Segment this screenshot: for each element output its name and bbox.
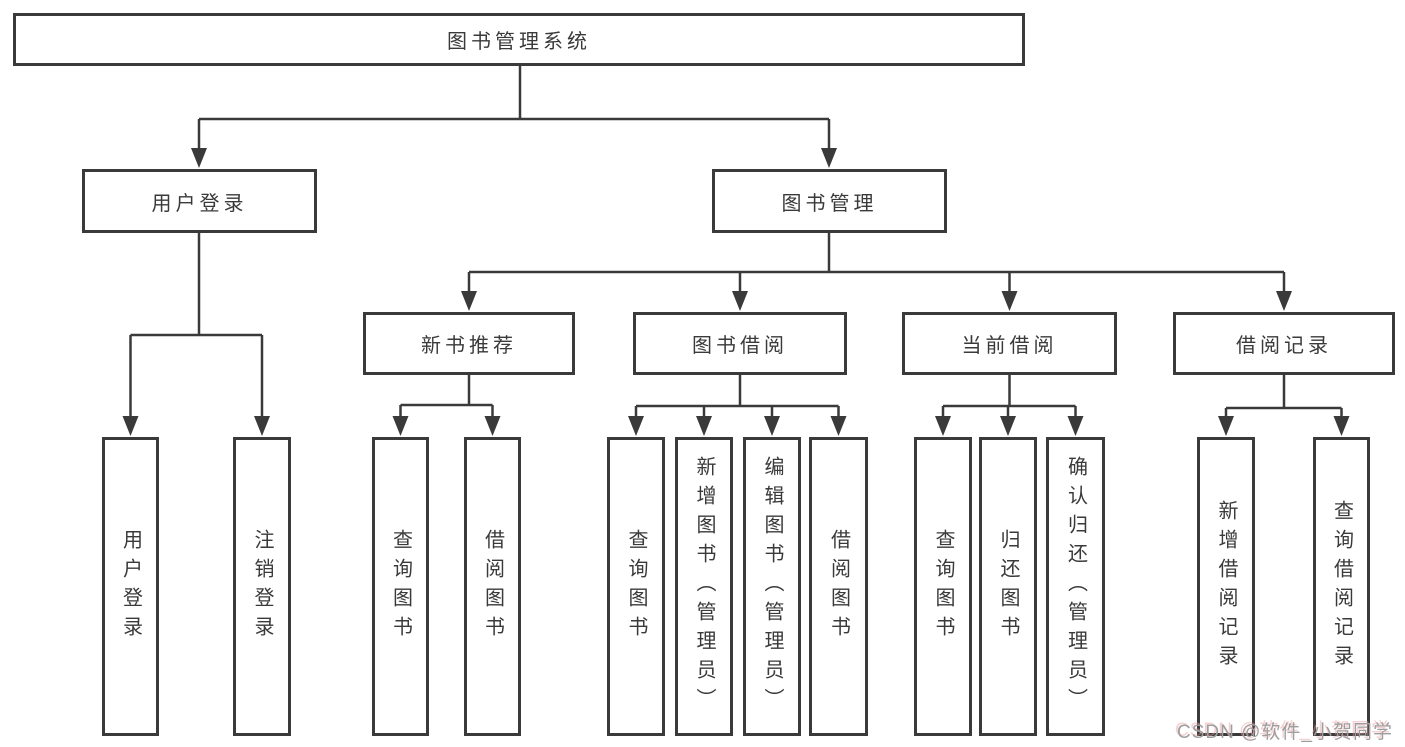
node-current-borrowing: 当前借阅 [902,312,1117,375]
leaf-user-login: 用户登录 [102,437,159,736]
node-borrowing-records-label: 借阅记录 [1236,335,1332,357]
leaf-borrow-books-recommend-label: 借阅图书 [481,528,504,645]
leaf-search-books-borrow: 查询图书 [607,437,665,736]
node-new-book-recommendation-label: 新书推荐 [421,335,517,357]
leaf-borrow-books-recommend: 借阅图书 [464,437,521,736]
leaf-edit-books-admin-label: 编辑图书（管理员） [761,456,783,717]
leaf-add-books-admin: 新增图书（管理员） [675,437,733,736]
leaf-search-books-recommend: 查询图书 [372,437,429,736]
node-book-management: 图书管理 [712,169,947,233]
leaf-add-books-admin-label: 新增图书（管理员） [693,456,715,717]
leaf-return-books: 归还图书 [979,437,1037,736]
leaf-search-borrow-record: 查询借阅记录 [1313,437,1370,736]
node-borrowing-records: 借阅记录 [1173,312,1395,375]
leaf-search-books-current: 查询图书 [914,437,972,736]
watermark: CSDN @软件_小贺同学 [1177,722,1393,743]
node-user-login: 用户登录 [82,169,317,233]
leaf-search-books-current-label: 查询图书 [932,528,954,645]
leaf-confirm-return-admin: 确认归还（管理员） [1046,437,1105,736]
leaf-add-borrow-record-label: 新增借阅记录 [1215,499,1237,674]
node-book-borrowing-label: 图书借阅 [692,335,788,357]
node-library-system: 图书管理系统 [13,13,1025,66]
node-book-borrowing: 图书借阅 [633,312,847,375]
leaf-return-books-label: 归还图书 [997,528,1019,645]
node-book-management-label: 图书管理 [781,192,878,215]
leaf-add-borrow-record: 新增借阅记录 [1197,437,1255,736]
leaf-borrow-books: 借阅图书 [809,437,868,736]
leaf-search-borrow-record-label: 查询借阅记录 [1330,499,1353,674]
leaf-user-login-label: 用户登录 [119,528,142,645]
leaf-search-books-recommend-label: 查询图书 [389,528,412,645]
leaf-edit-books-admin: 编辑图书（管理员） [743,437,801,736]
leaf-logout: 注销登录 [233,437,291,736]
leaf-logout-label: 注销登录 [251,528,273,645]
node-current-borrowing-label: 当前借阅 [961,335,1058,357]
node-user-login-label: 用户登录 [151,192,248,215]
leaf-borrow-books-label: 借阅图书 [827,528,850,645]
leaf-confirm-return-admin-label: 确认归还（管理员） [1064,456,1087,717]
node-new-book-recommendation: 新书推荐 [363,312,575,375]
leaf-search-books-borrow-label: 查询图书 [625,528,647,645]
arrowheads [122,148,1350,436]
node-library-system-label: 图书管理系统 [447,31,591,53]
